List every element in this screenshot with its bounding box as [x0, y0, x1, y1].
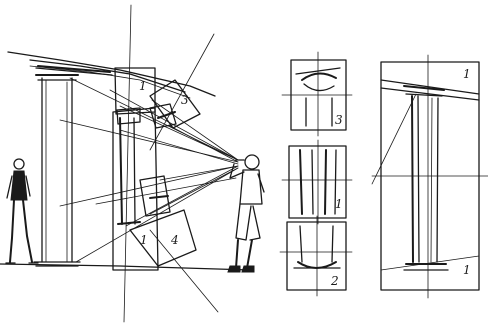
near-column: [34, 75, 80, 266]
vertical-axis-line: [124, 5, 131, 322]
detail-label-2: 2: [330, 274, 339, 288]
frame-1-top: [115, 68, 155, 114]
column-label-bottom: 1: [463, 263, 471, 277]
detail-label-3: 3: [335, 113, 343, 127]
frame-label-4: 4: [170, 233, 179, 247]
frame-label-1-top: 1: [139, 79, 147, 93]
column-label-top: 1: [463, 67, 471, 81]
detail-label-1: 1: [335, 197, 343, 211]
detail-panel-base: 2: [280, 216, 352, 296]
standing-man-figure: [6, 159, 38, 263]
frame-label-1-bottom: 1: [140, 233, 148, 247]
column-panel: 1 1: [372, 55, 488, 298]
frame-label-3: 3: [181, 93, 189, 107]
observer-figure: [228, 155, 264, 272]
detail-panel-shaft: 1: [282, 140, 352, 224]
detail-panel-capital: 3: [282, 52, 352, 136]
detail-panels: 3 1 2: [280, 52, 352, 296]
left-scene: 1 3 1 4: [0, 5, 264, 322]
